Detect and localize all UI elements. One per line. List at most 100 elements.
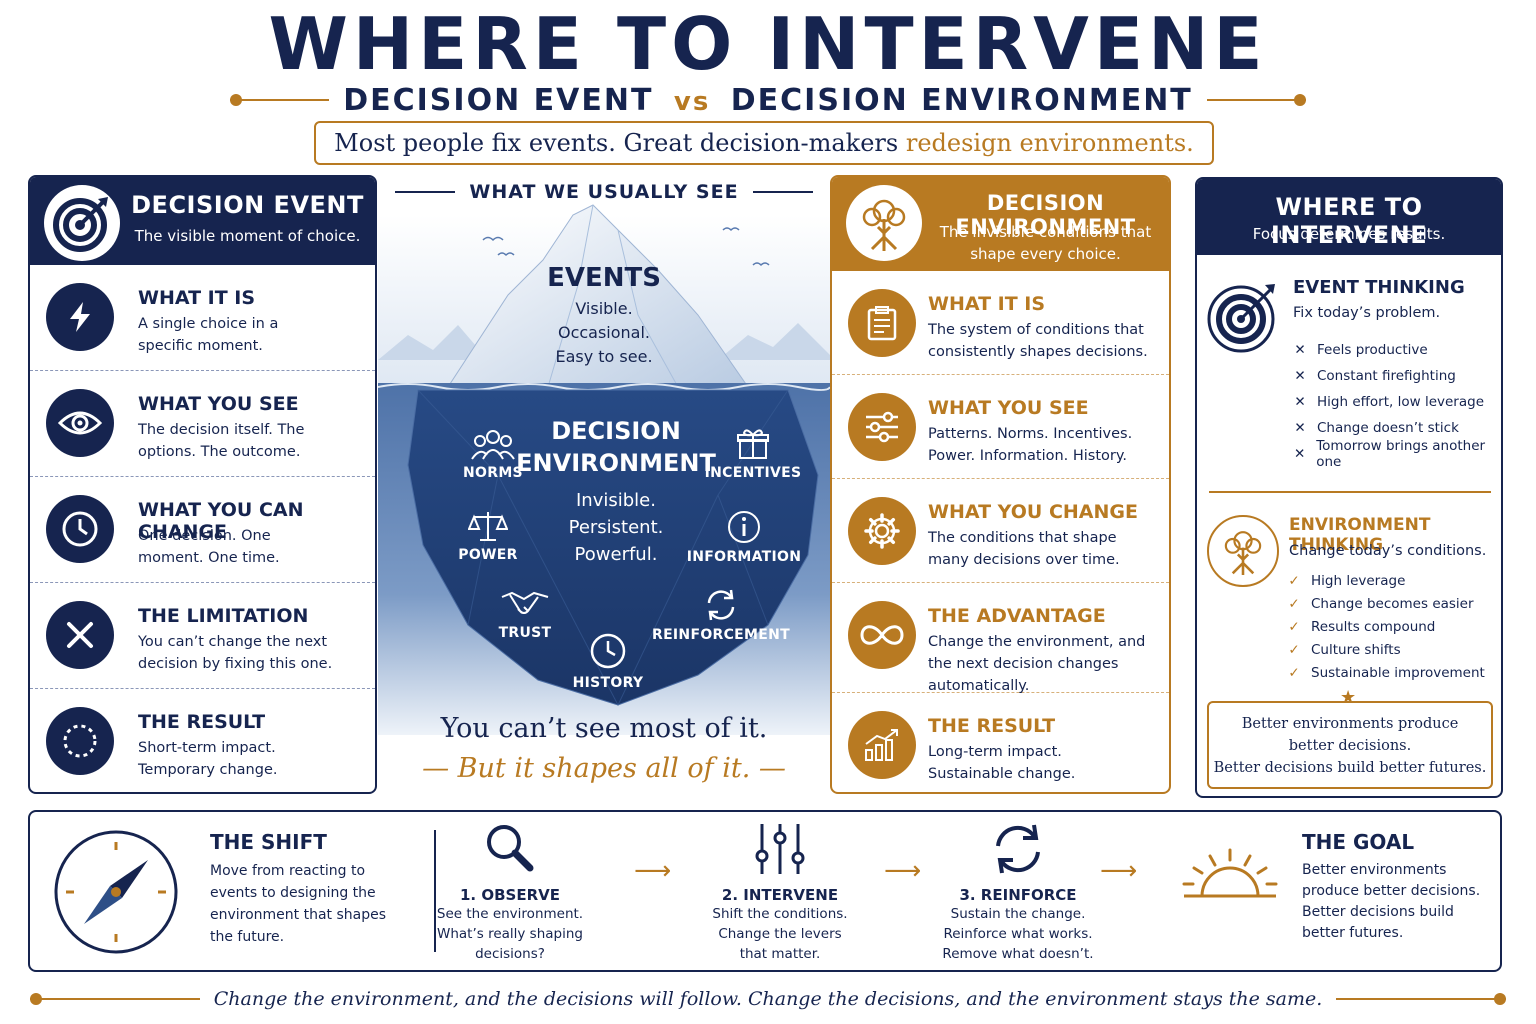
x-mark-icon: ✕: [1294, 394, 1306, 410]
event-row-text: You can’t change the next decision by fi…: [138, 634, 333, 672]
env-row-text: The system of conditions that consistent…: [928, 322, 1148, 360]
magnifier-icon: [487, 825, 534, 872]
lever-label: INCENTIVES: [704, 465, 802, 481]
where-to-intervene-title: WHERE TO INTERVENE: [1270, 193, 1428, 249]
env-thinking-subtitle: Change today’s conditions.: [1289, 543, 1487, 559]
shift-title: THE SHIFT: [210, 830, 327, 854]
lever-label: INFORMATION: [686, 549, 802, 565]
people-icon: [471, 430, 515, 460]
list-item-label: Feels productive: [1317, 342, 1428, 358]
quote-line: Better decisions build better futures.: [1213, 760, 1487, 776]
clipboard-icon: [848, 289, 916, 357]
events-line: Visible.: [575, 299, 633, 318]
list-item-label: Tomorrow brings another one: [1316, 438, 1486, 470]
environment-title-1: DECISION: [551, 417, 681, 445]
tree-icon: [846, 185, 922, 261]
step-reinforce: 3. REINFORCE Sustain the change. Reinfor…: [923, 812, 1113, 964]
env-row-the-advantage: THE ADVANTAGE Change the environment, an…: [832, 583, 1169, 694]
environment-line: Powerful.: [574, 544, 658, 565]
decision-event-header: DECISION EVENT The visible moment of cho…: [30, 177, 375, 265]
lever-label: POWER: [458, 547, 518, 563]
section-divider: [1209, 491, 1491, 493]
handshake-icon: [501, 591, 549, 614]
dotted-circle-icon: [46, 707, 114, 775]
lever-label: TRUST: [498, 625, 552, 641]
arrow-right-icon: ⟶: [634, 856, 672, 886]
x-mark-icon: ✕: [1294, 342, 1306, 358]
x-mark-icon: ✕: [1293, 446, 1306, 462]
step-line: Shift the conditions.: [712, 906, 848, 922]
env-row-what-you-see: WHAT YOU SEE Patterns. Norms. Incentives…: [832, 375, 1169, 479]
list-item: ✓Culture shifts: [1287, 638, 1501, 661]
goal-text: Better environments produce better decis…: [1302, 862, 1481, 941]
env-row-the-result: THE RESULT Long-term impact. Sustainable…: [832, 693, 1169, 792]
list-item: ✕ Tomorrow brings another one: [1293, 438, 1501, 470]
decision-event-subtitle: The visible moment of choice.: [134, 227, 361, 245]
target-icon: [44, 185, 120, 261]
list-item: ✕Constant firefighting: [1293, 363, 1501, 389]
where-to-intervene-panel: WHERE TO INTERVENE Focus determines resu…: [1195, 177, 1503, 798]
env-row-text: Change the environment, and the next dec…: [928, 634, 1146, 694]
event-row-the-limitation: THE LIMITATION You can’t change the next…: [30, 583, 375, 689]
footer: Change the environment, and the decision…: [30, 984, 1507, 1014]
shift-text: Move from reacting to events to designin…: [210, 863, 387, 945]
list-item-label: Change doesn’t stick: [1317, 420, 1459, 436]
lever-norms: NORMS: [438, 427, 548, 481]
step-intervene: 2. INTERVENE Shift the conditions. Chang…: [685, 812, 875, 964]
decision-environment-title: DECISION ENVIRONMENT: [955, 191, 1136, 239]
list-item-label: High effort, low leverage: [1317, 394, 1485, 410]
environment-block: DECISION ENVIRONMENT Invisible. Persiste…: [514, 415, 718, 568]
step-line: decisions?: [475, 946, 545, 962]
events-title: EVENTS: [547, 263, 661, 293]
env-row-title: WHAT IT IS: [928, 293, 1046, 315]
clock-icon: [590, 633, 626, 669]
x-mark-icon: ✕: [1294, 368, 1306, 384]
check-mark-icon: ✓: [1288, 572, 1300, 589]
lever-information: INFORMATION: [682, 509, 806, 565]
eye-icon: [46, 389, 114, 457]
list-item-label: Change becomes easier: [1311, 595, 1474, 612]
env-row-text: The conditions that shape many decisions…: [928, 530, 1120, 568]
event-row-title: WHAT YOU SEE: [138, 393, 299, 415]
quote-line: better decisions.: [1288, 738, 1412, 754]
check-mark-icon: ✓: [1288, 641, 1300, 658]
tagline-box: Most people fix events. Great decision-m…: [314, 121, 1214, 165]
iceberg-heading-row: WHAT WE USUALLY SEE: [378, 181, 830, 203]
gear-icon: [848, 497, 916, 565]
env-row-text: Patterns. Norms. Incentives. Power. Info…: [928, 426, 1133, 464]
list-item-label: Sustainable improvement: [1311, 664, 1485, 681]
step-observe: 1. OBSERVE See the environment. What’s r…: [415, 812, 605, 964]
events-block: EVENTS Visible. Occasional. Easy to see.: [508, 263, 700, 369]
decision-environment-subtitle: The invisible conditions that shape ever…: [939, 223, 1152, 263]
list-item: ✓Change becomes easier: [1287, 592, 1501, 615]
lever-history: HISTORY: [558, 631, 658, 691]
env-row-what-you-change: WHAT YOU CHANGE The conditions that shap…: [832, 479, 1169, 583]
arrow-right-icon: ⟶: [1100, 856, 1138, 886]
subtitle-right: DECISION ENVIRONMENT: [730, 82, 1193, 118]
list-item: ✕Change doesn’t stick: [1293, 415, 1501, 441]
event-row-title: WHAT YOU CAN CHANGE: [138, 499, 304, 543]
env-row-title: WHAT YOU CHANGE: [928, 501, 1138, 523]
arrow-right-icon: ⟶: [884, 856, 922, 886]
x-icon: [46, 601, 114, 669]
target-icon: [1207, 281, 1279, 353]
divider-line-right: [1206, 94, 1307, 106]
step-line: Sustain the change.: [950, 906, 1086, 922]
footer-line-right: [1336, 993, 1507, 1005]
strip-divider: [434, 830, 436, 952]
event-row-what-it-is: WHAT IT IS A single choice in a specific…: [30, 265, 375, 371]
event-row-title: THE RESULT: [138, 711, 266, 733]
event-row-title: THE LIMITATION: [138, 605, 309, 627]
list-item: ✓Results compound: [1287, 615, 1501, 638]
lever-reinforcement: REINFORCEMENT: [646, 587, 796, 643]
event-row-title: WHAT IT IS: [138, 287, 256, 309]
footer-quote: Change the environment, and the decision…: [213, 988, 1323, 1010]
list-item: ✓Sustainable improvement: [1287, 661, 1501, 684]
clock-icon: [46, 495, 114, 563]
env-thinking-title: ENVIRONMENT THINKING: [1289, 515, 1431, 555]
quote-box: Better environments produce better decis…: [1207, 701, 1493, 789]
event-row-the-result: THE RESULT Short-term impact. Temporary …: [30, 689, 375, 792]
list-item: ✕ Feels productive: [1293, 337, 1501, 363]
cycle-icon: [996, 824, 1040, 874]
infinity-icon: [848, 601, 916, 669]
